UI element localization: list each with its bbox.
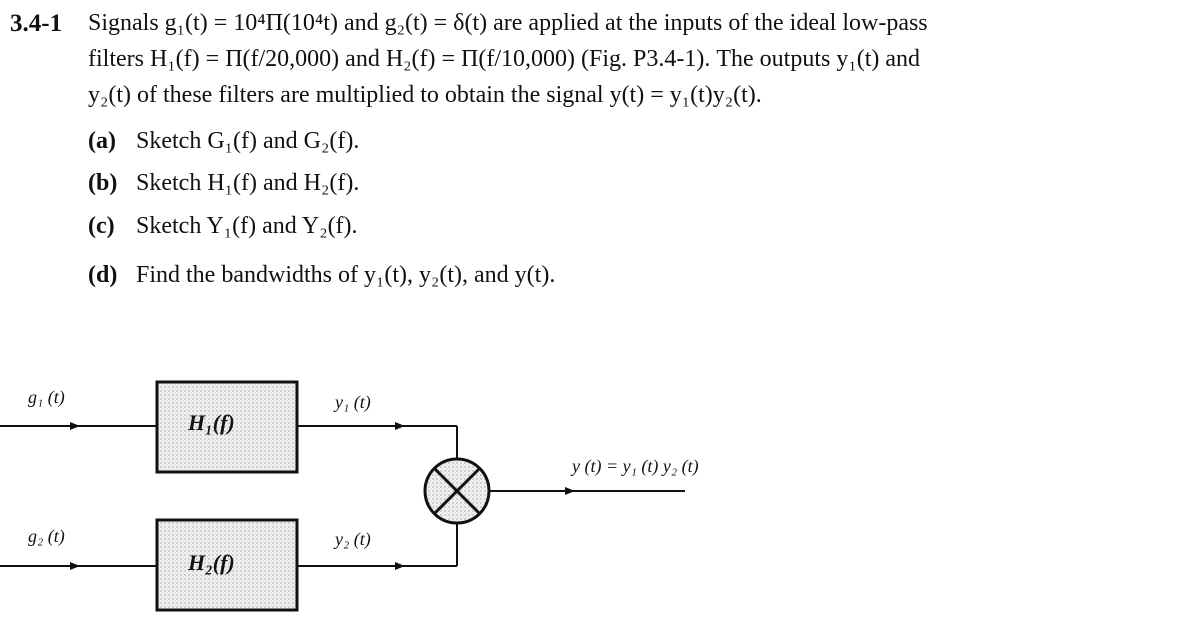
part-c-tag: (c) xyxy=(88,213,115,239)
part-b: (b) Sketch H₁(f) and H₂(f). xyxy=(88,170,359,197)
output-label: y (t) = y₁ (t) y₂ (t) xyxy=(570,456,699,477)
filter-2-block xyxy=(155,518,299,612)
part-d: (d) Find the bandwidths of y₁(t), y₂(t), … xyxy=(88,262,555,289)
filter-1-label: H₁(f) xyxy=(187,410,235,435)
part-c: (c) Sketch Y₁(f) and Y₂(f). xyxy=(88,213,358,240)
block-diagram: g₁ (t) H₁(f) y₁ (t) y (t) = y₁ (t) y₂ (t… xyxy=(0,380,699,612)
problem-statement-line-2: filters H₁(f) = Π(f/20,000) and H₂(f) = … xyxy=(88,46,921,72)
problem-statement-line-1: Signals g₁(t) = 10⁴Π(10⁴t) and g₂(t) = δ… xyxy=(88,10,928,36)
output-1-label: y₁ (t) xyxy=(333,392,371,413)
part-b-text: Sketch H₁(f) and H₂(f). xyxy=(136,170,360,196)
output-2-arrow xyxy=(395,562,405,570)
input-1-label: g₁ (t) xyxy=(28,387,65,408)
part-d-text: Find the bandwidths of y₁(t), y₂(t), and… xyxy=(136,262,556,288)
part-a-tag: (a) xyxy=(88,128,116,154)
part-b-tag: (b) xyxy=(88,170,118,196)
filter-2-label: H₂(f) xyxy=(187,550,235,575)
part-d-tag: (d) xyxy=(88,262,118,288)
part-a: (a) Sketch G₁(f) and G₂(f). xyxy=(88,128,359,155)
multiplier-cross-2 xyxy=(433,467,481,515)
problem-number: 3.4-1 xyxy=(10,10,63,37)
part-c-text: Sketch Y₁(f) and Y₂(f). xyxy=(136,213,358,239)
problem-statement-line-3: y₂(t) of these filters are multiplied to… xyxy=(88,82,762,108)
input-1-arrow xyxy=(70,422,80,430)
input-2-label: g₂ (t) xyxy=(28,526,65,547)
output-1-arrow xyxy=(395,422,405,430)
output-2-label: y₂ (t) xyxy=(333,529,371,550)
part-a-text: Sketch G₁(f) and G₂(f). xyxy=(136,128,360,154)
input-2-arrow xyxy=(70,562,80,570)
output-arrow xyxy=(565,487,575,495)
